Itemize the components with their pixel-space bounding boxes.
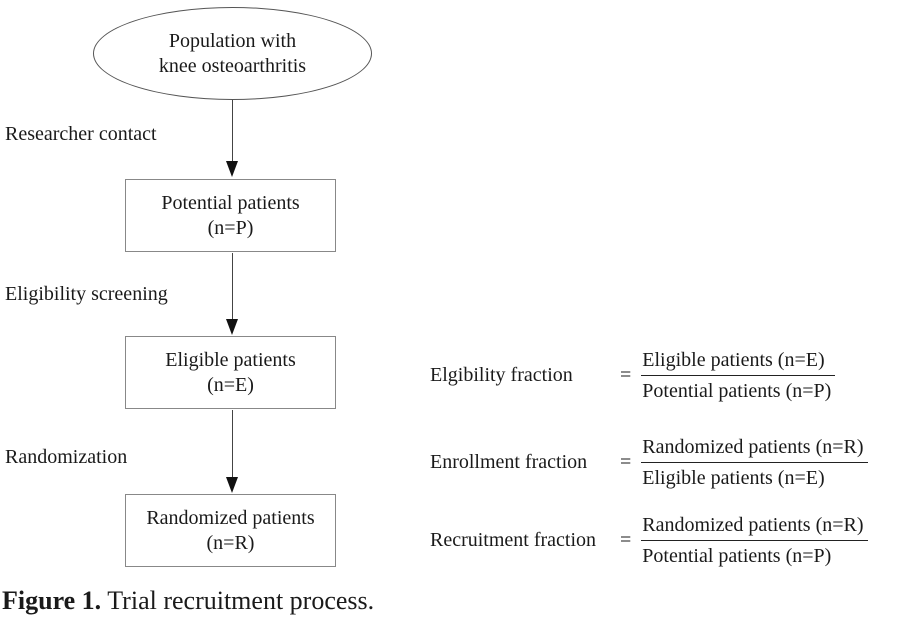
equation-enrollment-fraction: Enrollment fraction = Randomized patient…	[430, 436, 868, 489]
step-label-eligibility-screening: Eligibility screening	[5, 283, 168, 305]
fraction-denominator: Potential patients (n=P)	[642, 545, 832, 567]
fraction-numerator: Randomized patients (n=R)	[641, 514, 868, 541]
fraction-numerator: Eligible patients (n=E)	[641, 349, 836, 376]
equation-label: Recruitment fraction	[430, 529, 597, 551]
figure-caption: Figure 1. Trial recruitment process.	[2, 586, 374, 616]
fraction-denominator: Potential patients (n=P)	[642, 380, 832, 402]
equals-sign: =	[620, 364, 632, 386]
step-label-researcher-contact: Researcher contact	[5, 123, 157, 145]
flow-arrow-line-1	[232, 100, 233, 162]
box-line-1: Randomized patients	[146, 506, 315, 529]
figure-caption-number: Figure 1.	[2, 586, 102, 615]
fraction: Randomized patients (n=R) Potential pati…	[641, 514, 868, 567]
box-line-1: Potential patients	[161, 191, 300, 214]
equals-sign: =	[620, 451, 632, 473]
equation-eligibility-fraction: Elgibility fraction = Eligible patients …	[430, 349, 836, 402]
box-line-1: Eligible patients	[165, 348, 296, 371]
ellipse-line-1: Population with	[168, 29, 297, 52]
fraction: Eligible patients (n=E) Potential patien…	[641, 349, 836, 402]
box-randomized-patients: Randomized patients (n=R)	[125, 494, 336, 567]
box-line-2: (n=P)	[207, 216, 254, 239]
box-eligible-patients: Eligible patients (n=E)	[125, 336, 336, 409]
box-potential-patients: Potential patients (n=P)	[125, 179, 336, 252]
step-label-randomization: Randomization	[5, 446, 128, 468]
fraction: Randomized patients (n=R) Eligible patie…	[641, 436, 868, 489]
flow-arrow-line-3	[232, 410, 233, 477]
box-line-2: (n=E)	[207, 373, 254, 396]
box-line-2: (n=R)	[206, 531, 255, 554]
ellipse-line-2: knee osteoarthritis	[158, 54, 307, 77]
down-arrow-icon	[226, 477, 238, 493]
equals-sign: =	[620, 529, 632, 551]
flow-arrow-line-2	[232, 253, 233, 320]
fraction-denominator: Eligible patients (n=E)	[642, 467, 825, 489]
fraction-numerator: Randomized patients (n=R)	[641, 436, 868, 463]
equation-recruitment-fraction: Recruitment fraction = Randomized patien…	[430, 514, 868, 567]
population-ellipse: Population with knee osteoarthritis	[93, 7, 372, 100]
figure-caption-text: Trial recruitment process.	[101, 586, 375, 615]
down-arrow-icon	[226, 319, 238, 335]
equation-label: Elgibility fraction	[430, 364, 573, 386]
down-arrow-icon	[226, 161, 238, 177]
equation-label: Enrollment fraction	[430, 451, 588, 473]
